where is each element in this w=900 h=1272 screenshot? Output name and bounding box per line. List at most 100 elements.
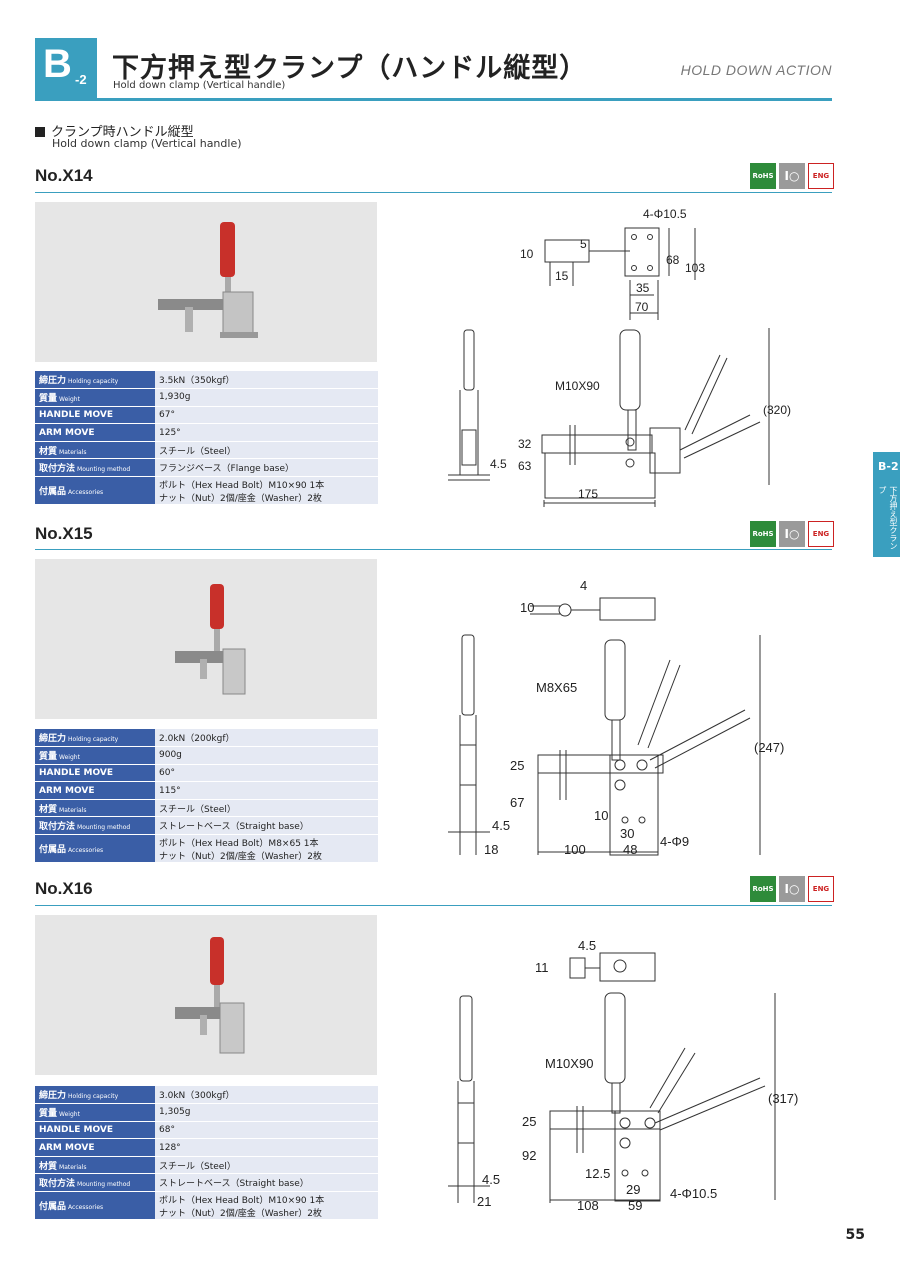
spec-key: 付属品 <box>39 845 67 856</box>
eng-icon: ENG <box>808 521 834 547</box>
dim-25: 25 <box>522 1114 536 1129</box>
dim-67: 67 <box>510 795 524 810</box>
spec-key-en: Materials <box>59 806 87 814</box>
section-heading: クランプ時ハンドル縦型 <box>35 121 194 140</box>
dim-70: 70 <box>635 300 649 314</box>
spec-key: 取付方法 <box>39 822 76 833</box>
spec-key-en: Materials <box>59 448 87 456</box>
spec-key: 質量 <box>39 751 58 762</box>
spec-value: 900g <box>155 746 378 765</box>
spec-value: スチール（Steel） <box>155 1156 378 1175</box>
section-subheading: Hold down clamp (Vertical handle) <box>52 137 242 150</box>
dim-bolt: M8X65 <box>536 680 577 695</box>
spec-value-line2: ナット（Nut）2個/座金（Washer）2枚 <box>159 493 322 504</box>
spec-key: 締圧力 <box>39 376 67 387</box>
dim-bolt: M10X90 <box>555 379 600 393</box>
spec-value: 67° <box>155 406 378 425</box>
spec-value: スチール（Steel） <box>155 799 378 818</box>
eng-icon: ENG <box>808 163 834 189</box>
spec-value: ストレートベース（Straight base） <box>155 816 378 836</box>
spec-key: HANDLE MOVE <box>39 767 113 778</box>
spec-key-en: Holding capacity <box>68 378 119 386</box>
clamp-photo-illustration <box>175 937 245 1054</box>
eng-icon: ENG <box>808 876 834 902</box>
spec-value: 1,305g <box>155 1103 378 1122</box>
spec-key: 締圧力 <box>39 1091 67 1102</box>
section-heading-text: クランプ時ハンドル縦型 <box>51 125 194 140</box>
spec-value: スチール（Steel） <box>155 441 378 460</box>
dim-35: 35 <box>636 281 650 295</box>
spec-key: 材質 <box>39 446 58 457</box>
dimension-drawing-x14: 4-Φ10.5 5 10 15 68 103 35 70 M10X90 32 6… <box>448 207 791 507</box>
spec-key: ARM MOVE <box>39 1142 95 1153</box>
page-title: 下方押え型クランプ（ハンドル縦型） <box>112 53 588 84</box>
spec-value: ボルト（Hex Head Bolt）M10×90 1本 <box>159 1195 325 1206</box>
dim-4-5a: 4.5 <box>578 938 596 953</box>
dim-4-5b: 4.5 <box>482 1172 500 1187</box>
spec-value: 1,930g <box>155 388 378 407</box>
dim-18: 18 <box>484 842 498 857</box>
spec-key: 取付方法 <box>39 464 76 475</box>
dim-10: 10 <box>520 247 534 261</box>
square-bullet-icon <box>35 127 45 137</box>
spec-key: 締圧力 <box>39 734 67 745</box>
spec-value-line2: ナット（Nut）2個/座金（Washer）2枚 <box>159 851 322 862</box>
dim-15: 15 <box>555 269 569 283</box>
spec-key: 付属品 <box>39 1202 67 1213</box>
spec-value: 2.0kN（200kgf） <box>155 729 378 748</box>
spec-key-en: Holding capacity <box>68 736 119 744</box>
spec-key-en: Mounting method <box>77 1181 131 1189</box>
dim-11: 11 <box>535 960 549 975</box>
spec-key-en: Mounting method <box>77 466 131 474</box>
rohs-icon: RoHS <box>750 876 776 902</box>
model-rule <box>35 192 832 193</box>
spec-key: 質量 <box>39 1108 58 1119</box>
dim-21: 21 <box>477 1194 491 1209</box>
spec-value: フランジベース（Flange base） <box>155 458 378 478</box>
spec-key-en: Weight <box>59 1110 80 1118</box>
cert-badges: RoHS I○ ENG <box>750 876 834 902</box>
dim-29: 29 <box>626 1182 640 1197</box>
spec-value: 128° <box>155 1138 378 1157</box>
spec-value: 115° <box>155 781 378 800</box>
dim-5: 5 <box>580 237 587 251</box>
io-icon: I○ <box>779 876 805 902</box>
dim-63: 63 <box>518 459 532 473</box>
spec-key: ARM MOVE <box>39 785 95 796</box>
spec-key-en: Accessories <box>68 847 104 855</box>
cert-badges: RoHS I○ ENG <box>750 521 834 547</box>
spec-key-en: Accessories <box>68 489 104 497</box>
spec-key: HANDLE MOVE <box>39 409 113 420</box>
dim-320: (320) <box>763 403 791 417</box>
spec-key-en: Weight <box>59 395 80 403</box>
product-photo <box>35 202 377 362</box>
dim-25: 25 <box>510 758 524 773</box>
dim-48: 48 <box>623 842 637 857</box>
rohs-icon: RoHS <box>750 521 776 547</box>
dim-10b: 10 <box>594 808 608 823</box>
clamp-photo-illustration <box>158 222 258 338</box>
dim-10: 10 <box>520 600 534 615</box>
dim-108: 108 <box>577 1198 599 1213</box>
dim-4-5: 4.5 <box>490 457 507 471</box>
dim-12-5: 12.5 <box>585 1166 610 1181</box>
product-photo <box>35 915 377 1075</box>
spec-value: 125° <box>155 423 378 442</box>
spec-key: 付属品 <box>39 487 67 498</box>
io-icon: I○ <box>779 521 805 547</box>
category-label: HOLD DOWN ACTION <box>680 62 832 78</box>
dim-175: 175 <box>578 487 598 501</box>
dim-4: 4 <box>580 578 587 593</box>
side-index-tab: B-2 下方押え型クランプ <box>873 452 900 557</box>
spec-key: 質量 <box>39 393 58 404</box>
spec-value: ボルト（Hex Head Bolt）M10×90 1本 <box>159 480 325 491</box>
spec-key: HANDLE MOVE <box>39 1124 113 1135</box>
dim-103: 103 <box>685 261 705 275</box>
section-badge-letter: B <box>43 42 72 86</box>
spec-key-en: Materials <box>59 1163 87 1171</box>
spec-value: 3.0kN（300kgf） <box>155 1086 378 1105</box>
product-photo <box>35 559 377 719</box>
dim-4-5: 4.5 <box>492 818 510 833</box>
